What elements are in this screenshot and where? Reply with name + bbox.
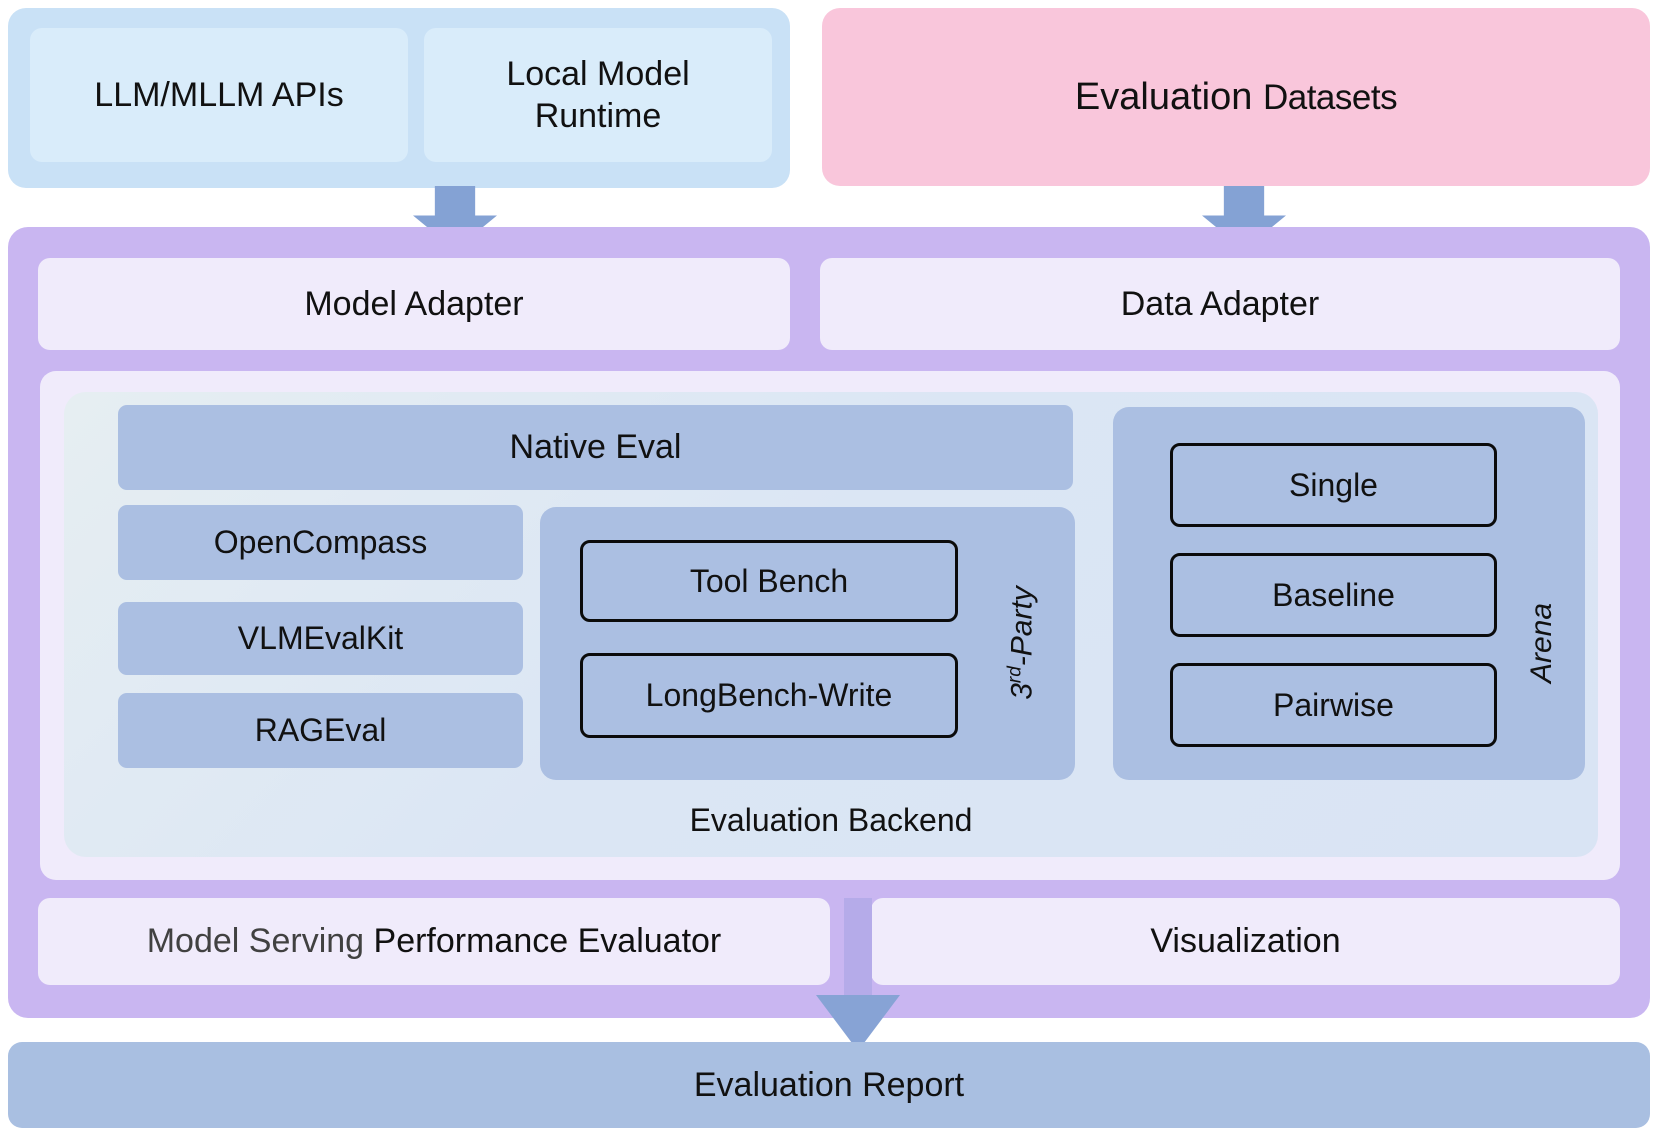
tool-bench-box: Tool Bench — [580, 540, 958, 622]
data-adapter-label: Data Adapter — [1120, 284, 1320, 323]
arena-rotated-label: Arena — [1525, 602, 1558, 684]
opencompass-label: OpenCompass — [213, 524, 428, 560]
arena-single-label: Single — [1289, 466, 1378, 503]
arena-pairwise-label: Pairwise — [1273, 686, 1394, 723]
arrow-to-report-shaft-icon — [844, 898, 872, 998]
longbench-write-label: LongBench-Write — [645, 677, 893, 713]
model-adapter-box: Model Adapter — [38, 258, 790, 350]
opencompass-box: OpenCompass — [118, 505, 523, 580]
visualization-box: Visualization — [871, 898, 1620, 985]
rageval-label: RAGEval — [254, 712, 387, 748]
vlmevalkit-label: VLMEvalKit — [237, 620, 404, 656]
arena-pairwise-box: Pairwise — [1170, 663, 1497, 747]
arena-single-box: Single — [1170, 443, 1497, 527]
local-model-runtime-label: Local Model Runtime — [506, 54, 690, 136]
llm-apis-box: LLM/MLLM APIs — [30, 28, 408, 162]
model-serving-performance-evaluator-label: Model Serving Performance Evaluator — [146, 922, 722, 960]
arena-baseline-box: Baseline — [1170, 553, 1497, 637]
vlmevalkit-box: VLMEvalKit — [118, 602, 523, 675]
native-eval-bar: Native Eval — [118, 405, 1073, 490]
evaluation-datasets-label: Evaluation Datasets — [1074, 75, 1398, 118]
tool-bench-label: Tool Bench — [689, 562, 849, 599]
llm-apis-label: LLM/MLLM APIs — [94, 75, 344, 114]
data-adapter-box: Data Adapter — [820, 258, 1620, 350]
local-model-runtime-box: Local Model Runtime — [424, 28, 772, 162]
visualization-label: Visualization — [1150, 922, 1341, 960]
arena-baseline-label: Baseline — [1272, 576, 1395, 613]
longbench-write-box: LongBench-Write — [580, 653, 958, 738]
evaluation-backend-title: Evaluation Backend — [689, 801, 973, 838]
native-eval-label: Native Eval — [509, 428, 682, 466]
rageval-box: RAGEval — [118, 693, 523, 768]
evaluation-report-bar: Evaluation Report — [8, 1042, 1650, 1128]
evaluation-datasets-box: Evaluation Datasets — [822, 8, 1650, 186]
evaluation-report-label: Evaluation Report — [693, 1065, 965, 1104]
model-serving-performance-evaluator-box: Model Serving Performance Evaluator — [38, 898, 830, 985]
model-adapter-label: Model Adapter — [304, 284, 524, 323]
third-party-rotated-label: 3rd-Party — [1004, 586, 1039, 700]
